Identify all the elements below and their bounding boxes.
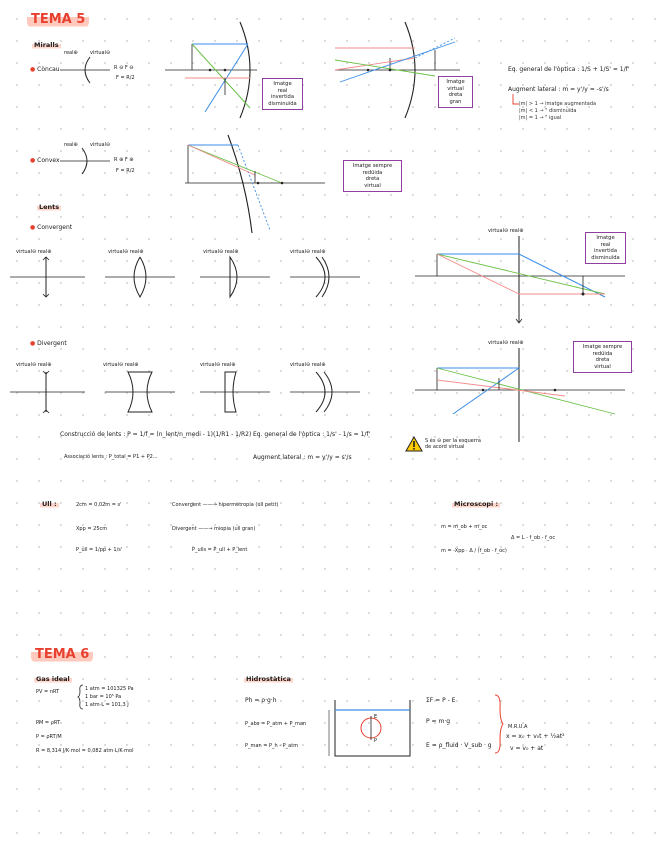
hydro-formula-1: Ph = ρ·g·h [245, 697, 277, 704]
convex-label: ● Convex [30, 157, 60, 164]
augment-arrow [512, 94, 519, 105]
convergent-eye: Convergent ——→ hipermetropia (ull petit) [172, 502, 279, 508]
divergent-lens-ray-diagram [415, 348, 625, 442]
conv-diagram-label: virtual⊖ real⊕ [488, 228, 524, 234]
convergent-label: ● Convergent [30, 224, 72, 231]
augment-note-2: |m| < 1 → " disminuïda [519, 108, 577, 114]
diagram-label-p: P [374, 738, 378, 744]
bullet-icon: ● [30, 157, 36, 164]
forces-1: ΣF = P - E [426, 697, 456, 704]
forces-2: P = m·g [426, 718, 451, 725]
gas-brace-3: 1 atm·L = 101,3 J [85, 702, 129, 708]
bullet-icon: ● [30, 340, 36, 347]
convergent-lenses-row [10, 255, 360, 299]
div-lens-label-3: virtual⊖ real⊕ [200, 362, 236, 368]
bullet-icon: ● [30, 224, 36, 231]
forces-brace [494, 694, 504, 754]
ull-heading: Ull : [40, 500, 59, 508]
divergent-label-text: Divergent [37, 340, 67, 347]
concave-virtual-label: virtual⊖ [90, 50, 111, 56]
gas-brace [77, 684, 84, 710]
div-diagram-label: virtual⊖ real⊕ [488, 340, 524, 346]
convex-focal-formula: F = R/2 [116, 168, 135, 174]
bullet-icon: ● [30, 66, 36, 73]
gas-formula-3: P = ρRT/M [36, 734, 62, 740]
fluid-container-diagram [328, 700, 411, 757]
convex-label-text: Convex [37, 157, 60, 164]
ull-formula-1: 2cm = 0,02m = s' [76, 502, 122, 508]
mrua-2: x = x₀ + v₀t + ½at² [506, 733, 565, 740]
box-concave-virtual: Imatge virtual dreta gran [438, 76, 473, 108]
power-sum: P_ulls = P_ull + P_lent [192, 547, 248, 553]
convex-schematic [60, 147, 110, 175]
mrua-1: M.R.U.A [508, 724, 528, 730]
concave-ray-diagram-real [165, 21, 257, 119]
micro-formula-3: Δ = L - f_ob - f_oc [511, 535, 556, 541]
hydro-heading: Hidrostàtica [244, 675, 293, 683]
divergent-label: ● Divergent [30, 340, 67, 347]
ull-formula-2: Xpp = 25cm [76, 526, 108, 532]
box-convex: Imatge sempre redüida dreta virtual [343, 160, 402, 192]
div-lens-label-2: virtual⊖ real⊕ [103, 362, 139, 368]
convergent-label-text: Convergent [37, 224, 73, 231]
gas-formula-1: PV = nRT [36, 689, 60, 695]
hydro-formula-3: P_man = P_h - P_atm [245, 743, 299, 749]
convergent-lens-ray-diagram [415, 236, 625, 324]
lens-label-4: virtual⊖ real⊕ [290, 249, 326, 255]
micro-formula-1: m = m_ob + m_oc [441, 524, 488, 530]
concave-focal-formula: F = R/2 [116, 75, 135, 81]
augment-note-3: |m| = 1 → " igual [519, 115, 562, 121]
hydro-formula-2: P_abs = P_atm + P_man [245, 721, 307, 727]
augment-lateral-mirrors: Augment lateral : m = y'/y = -s'/s [508, 86, 609, 93]
forces-3: E = ρ_fluid · V_sub · g [426, 742, 492, 749]
gas-formula-4: R = 8,314 J/K·mol = 0,082 atm·L/K·mol [36, 748, 134, 754]
gas-formula-2: PM = ρRT [36, 720, 61, 726]
box-convergent-lens: Imatge real invertida disminuïda [585, 232, 626, 264]
micro-heading: Microscopi : [452, 500, 501, 508]
lens-label-1: virtual⊖ real⊕ [16, 249, 52, 255]
concave-real-label: real⊕ [64, 50, 78, 56]
augment-note-1: |m| > 1 → imatge augmentada [519, 101, 597, 107]
associacio-lents: Associació lents : P_total = P1 + P2... [64, 454, 158, 460]
mrua-3: v = v₀ + at [510, 745, 544, 752]
divergent-lenses-row [10, 370, 360, 414]
gas-brace-2: 1 bar = 10⁵ Pa [85, 694, 122, 700]
divergent-eye: Divergent ——→ miopia (ull gran) [172, 526, 256, 532]
convex-focal-note: R ⊕ F ⊕ [114, 157, 134, 163]
lens-maker-formula: Construcció de lents : P = 1/f = (n_lent… [60, 431, 252, 438]
box-concave-real: Imatge real invertida disminuïda [262, 78, 303, 110]
box-divergent-lens: Imatge sempre redüida dreta virtual [573, 341, 632, 373]
diagram-label-e: E [374, 714, 378, 720]
augment-lateral-lenses: Augment lateral : m = y'/y = s'/s [253, 454, 352, 461]
lens-label-3: virtual⊖ real⊕ [203, 249, 239, 255]
convex-ray-diagram [185, 134, 325, 234]
convex-real-label: real⊕ [64, 142, 78, 148]
eq-general-mirrors: Eq. general de l'òptica : 1/S + 1/S' = 1… [508, 66, 630, 73]
div-lens-label-4: virtual⊖ real⊕ [290, 362, 326, 368]
lenses-heading: Lents [37, 203, 62, 211]
tema5-title: TEMA 5 [27, 11, 90, 28]
eq-general-lenses: Eq. general de l'òptica : 1/s' - 1/s = 1… [253, 431, 371, 438]
div-lens-label-1: virtual⊖ real⊕ [16, 362, 52, 368]
tema6-title: TEMA 6 [31, 646, 94, 663]
warning-icon [405, 435, 423, 452]
convex-virtual-label: virtual⊖ [90, 142, 111, 148]
lens-label-2: virtual⊖ real⊕ [108, 249, 144, 255]
concave-label: ● Còncau [30, 66, 60, 73]
micro-formula-2: m = -Xpp · Δ / (f_ob · f_oc) [441, 548, 507, 554]
ull-formula-3: P_ull = 1/pp + 1/s' [76, 547, 123, 553]
concave-schematic [60, 56, 110, 84]
concave-focal-note: R ⊖ F ⊖ [114, 65, 134, 71]
mirrors-heading: Miralls [32, 41, 61, 49]
gas-brace-1: 1 atm = 101325 Pa [85, 686, 134, 692]
gas-heading: Gas ideal [34, 675, 72, 683]
concave-ray-diagram-virtual [334, 21, 460, 119]
warning-text: S és ⊖ per la esquerra de acord virtual [425, 438, 481, 450]
concave-label-text: Còncau [37, 66, 60, 73]
